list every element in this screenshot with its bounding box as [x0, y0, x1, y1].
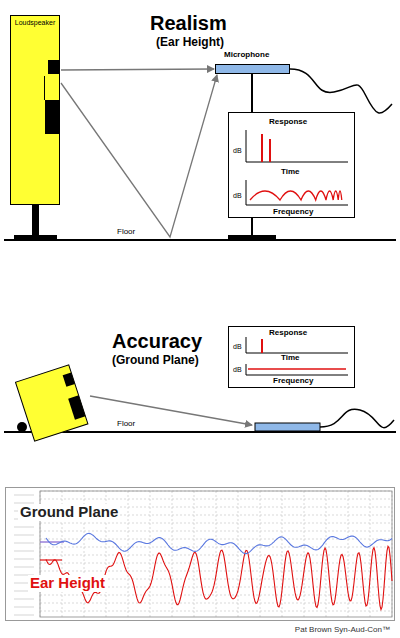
grid-line [282, 491, 283, 617]
tweeter [63, 373, 75, 387]
panel-node: Response dB Time dB Frequency [228, 326, 355, 388]
speaker-cabinet [15, 365, 87, 441]
axis [246, 180, 247, 205]
grid-line [40, 611, 392, 612]
grid-line [172, 491, 173, 617]
speaker-base [14, 235, 57, 240]
grid-line [216, 491, 217, 617]
grid-line [40, 571, 392, 572]
plot-title: Time [281, 354, 300, 363]
axis [246, 375, 348, 376]
heading: Accuracy [112, 330, 202, 352]
floor-line [4, 239, 396, 241]
grid-line [40, 499, 392, 500]
woofer [45, 100, 59, 134]
mic-cable [320, 409, 394, 427]
tilted-speaker [15, 365, 87, 441]
axis-tick-strip [14, 615, 34, 616]
plot-title: Frequency [273, 208, 313, 217]
axis [246, 130, 247, 162]
plot-title: Frequency [273, 377, 313, 386]
panel-node: Response dB Time dB Frequency [228, 112, 355, 218]
axis-label: dB [233, 366, 242, 374]
grid-line [40, 523, 392, 524]
tweeter [48, 60, 59, 74]
reflected-path-arrow [61, 75, 217, 237]
flat-response [248, 368, 346, 370]
curve-label: Ear Height [28, 575, 107, 592]
grid-line [40, 555, 392, 556]
grid-line [150, 491, 151, 617]
response-plots [228, 112, 355, 218]
heading: Realism [150, 12, 227, 34]
subheading: (Ground Plane) [112, 354, 199, 367]
axis-tick-strip [14, 559, 34, 560]
grid-line [304, 491, 305, 617]
axis [246, 205, 348, 206]
chart-node: Ground PlaneEar Height [5, 487, 395, 621]
direct-path-arrow [90, 396, 252, 425]
axis-tick-strip [14, 599, 34, 600]
subheading: (Ear Height) [156, 36, 224, 49]
wheel [17, 422, 27, 432]
direct-path-arrow [61, 69, 214, 70]
speaker-node: Loudspeaker [10, 15, 60, 205]
grid-line [128, 491, 129, 617]
credit: Pat Brown Syn-Aud-Con™ [295, 626, 390, 635]
speaker-label: Loudspeaker [11, 19, 59, 27]
axis-tick-strip [14, 551, 34, 552]
grid-line [40, 603, 392, 604]
plot-title: Time [281, 168, 300, 177]
axis-tick-strip [14, 607, 34, 608]
speaker-stand [32, 205, 39, 239]
impulse-spike [261, 339, 263, 353]
microphone-label: Microphone [224, 51, 269, 60]
grid-line [370, 491, 371, 617]
cabinet-divider [44, 76, 45, 100]
comb-filter-curve [250, 191, 342, 200]
axis [246, 364, 247, 375]
grid-line [40, 547, 392, 548]
woofer [68, 395, 85, 419]
axis-label: dB [233, 147, 242, 155]
floor-label: Floor [116, 420, 136, 429]
floor-label: Floor [116, 228, 136, 237]
grid-line [238, 491, 239, 617]
ground-microphone [255, 423, 320, 431]
red-trace-start [40, 559, 62, 560]
axis-tick-strip [14, 567, 34, 568]
reflection-spike [269, 139, 271, 162]
mic-cable [290, 69, 392, 113]
axis-tick-strip [14, 495, 34, 496]
mic-node: Microphone [215, 64, 290, 74]
plot-title: Response [269, 329, 307, 338]
axis-tick-strip [14, 527, 34, 528]
ground-plane-curve [46, 533, 392, 553]
curve-label: Ground Plane [18, 504, 120, 521]
axis [246, 337, 247, 353]
grid-line [40, 531, 392, 532]
axis-label: dB [233, 192, 242, 200]
axis-tick-strip [14, 543, 34, 544]
mic-base [228, 235, 276, 240]
axis-tick-strip [14, 535, 34, 536]
grid-line [260, 491, 261, 617]
axis-label: dB [233, 343, 242, 351]
plot-title: Response [269, 118, 307, 127]
impulse-spike [261, 134, 263, 162]
grid-line [348, 491, 349, 617]
